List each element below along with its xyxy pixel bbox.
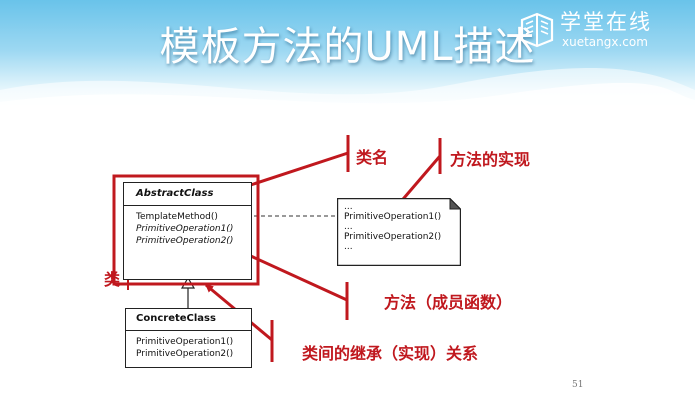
note-line-primitive-2: PrimitiveOperation2() xyxy=(344,232,442,242)
page-number: 51 xyxy=(572,380,584,390)
note-line-dots-1: ... xyxy=(344,202,353,212)
annotation-methods: 方法（成员函数） xyxy=(384,293,513,312)
abstract-class-name: AbstractClass xyxy=(124,183,251,206)
note-outline xyxy=(337,198,461,266)
annotation-method-impl: 方法的实现 xyxy=(450,150,531,169)
abstract-op-template-method: TemplateMethod() xyxy=(136,212,218,222)
methods-arrow xyxy=(241,250,348,302)
concrete-op-primitive-1: PrimitiveOperation1() xyxy=(136,337,234,347)
note-line-dots-3: ... xyxy=(344,242,353,252)
concrete-op-primitive-2: PrimitiveOperation2() xyxy=(136,349,234,359)
slide-title: 模板方法的UML描述 xyxy=(159,24,536,70)
abstract-class-highlight-frame xyxy=(112,174,260,286)
annotation-inheritance: 类间的继承（实现）关系 xyxy=(302,344,479,363)
logo-chinese-name: 学堂在线 xyxy=(560,10,652,34)
xuetangx-logo: 学堂在线 xuetangx.com xyxy=(518,8,690,52)
logo-domain: xuetangx.com xyxy=(562,35,648,49)
header-wave-decoration xyxy=(0,68,695,120)
concrete-class-box: ConcreteClass PrimitiveOperation1() Prim… xyxy=(125,308,252,368)
abstract-op-primitive-1: PrimitiveOperation1() xyxy=(136,224,234,234)
book-logo-icon xyxy=(520,12,554,48)
note-line-primitive-1: PrimitiveOperation1() xyxy=(344,212,442,222)
abstract-op-primitive-2: PrimitiveOperation2() xyxy=(136,236,234,246)
annotation-class: 类 xyxy=(104,270,121,289)
abstract-class-box: AbstractClass TemplateMethod() Primitive… xyxy=(123,182,252,280)
note-line-dots-2: ... xyxy=(344,222,353,232)
concrete-class-name: ConcreteClass xyxy=(126,309,251,331)
annotation-class-name: 类名 xyxy=(356,148,389,167)
note-box: ... PrimitiveOperation1() ... PrimitiveO… xyxy=(337,198,461,266)
